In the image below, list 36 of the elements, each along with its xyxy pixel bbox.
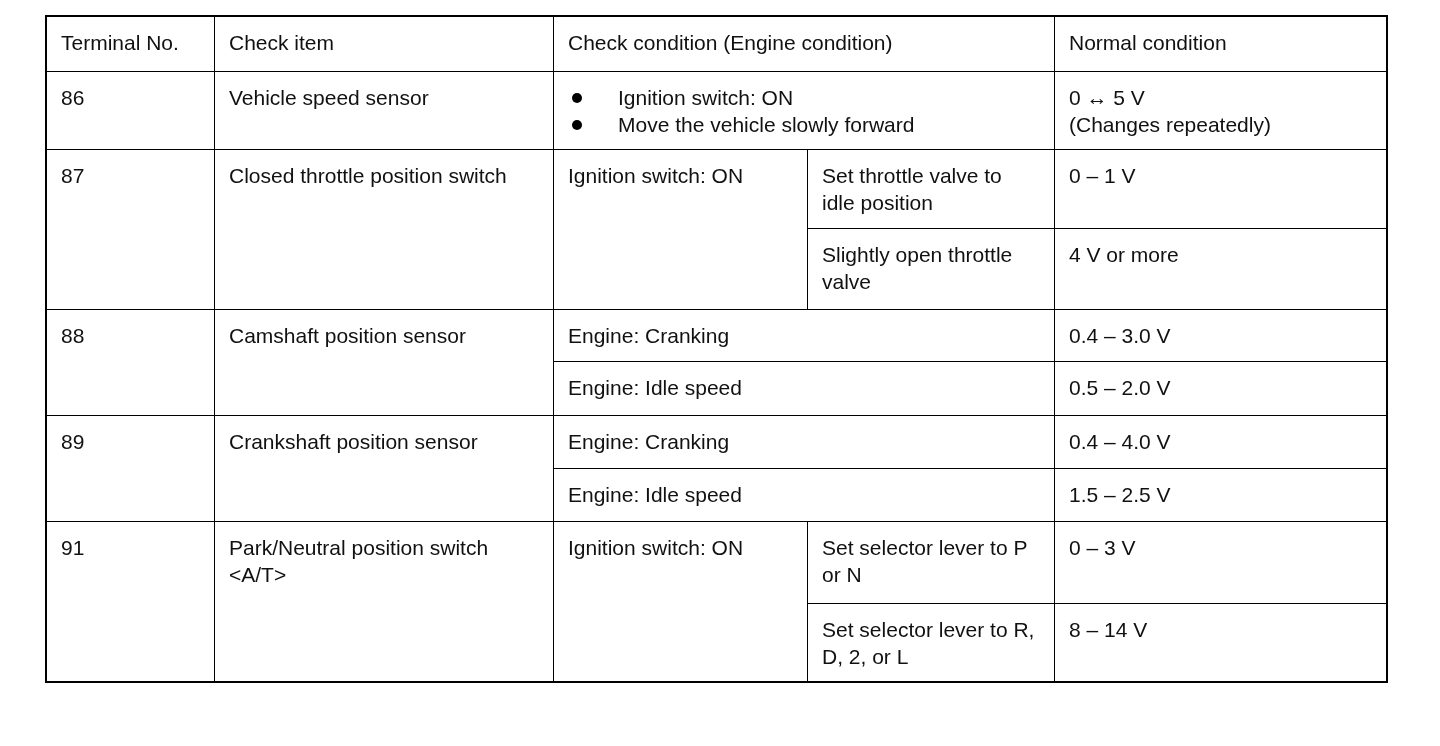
normal-condition-value: 4 V or more — [1069, 242, 1180, 268]
check-item: Park/Neutral position switch <A/T> — [229, 535, 490, 588]
check-condition: Set selector lever to P or N — [822, 535, 1029, 588]
normal-condition-value: 0.4 – 3.0 V — [1069, 323, 1172, 349]
check-condition: Engine: Idle speed — [568, 482, 743, 508]
normal-condition-value: 1.5 – 2.5 V — [1069, 482, 1172, 508]
check-condition: Engine: Cranking — [568, 323, 731, 349]
column-header: Check condition (Engine condition) — [568, 30, 894, 56]
check-condition: Slightly open throttle valve — [822, 242, 1014, 295]
check-condition: Ignition switch: ON — [568, 163, 745, 189]
check-condition: Set throttle valve to idle position — [822, 163, 1003, 216]
check-item: Crankshaft position sensor — [229, 429, 479, 455]
terminal-number: 91 — [61, 535, 86, 561]
column-header: Check item — [229, 30, 336, 56]
normal-condition-value: 8 – 14 V — [1069, 617, 1149, 643]
normal-condition-value: 0.4 – 4.0 V — [1069, 429, 1172, 455]
check-condition: Engine: Cranking — [568, 429, 731, 455]
column-header: Normal condition — [1069, 30, 1228, 56]
terminal-number: 87 — [61, 163, 86, 189]
check-condition: Move the vehicle slowly forward — [618, 113, 915, 136]
normal-condition-value: (Changes repeatedly) — [1069, 112, 1272, 138]
terminal-number: 86 — [61, 85, 86, 111]
check-item: Closed throttle position switch — [229, 163, 508, 189]
normal-condition-value: 0 – 3 V — [1069, 535, 1137, 561]
column-header: Terminal No. — [61, 30, 180, 56]
normal-condition-value: 0.5 – 2.0 V — [1069, 375, 1172, 401]
terminal-number: 89 — [61, 429, 86, 455]
normal-condition-value: 0 ↔ 5 V — [1069, 85, 1146, 111]
check-condition: Engine: Idle speed — [568, 375, 743, 401]
check-condition: Set selector lever to R, D, 2, or L — [822, 617, 1036, 670]
check-condition: Ignition switch: ON — [568, 535, 745, 561]
check-condition: Ignition switch: ON — [618, 86, 794, 109]
normal-condition-value: 0 – 1 V — [1069, 163, 1137, 189]
check-item: Vehicle speed sensor — [229, 85, 430, 111]
terminal-number: 88 — [61, 323, 86, 349]
check-item: Camshaft position sensor — [229, 323, 467, 349]
